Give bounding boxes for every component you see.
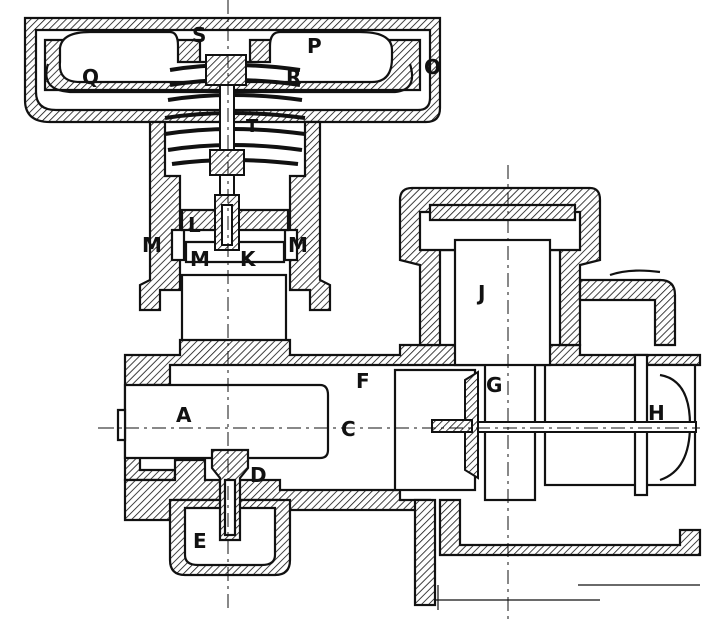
inlet-port-a <box>116 383 330 460</box>
label-j: J <box>476 281 485 305</box>
valve-stem <box>205 54 247 251</box>
label-t: T <box>246 116 259 137</box>
label-e: E <box>193 529 207 553</box>
label-s: S <box>192 23 206 47</box>
right-housing-h <box>578 269 677 347</box>
part-labels: S P Q R O T M L M K M J F G A C H D E <box>82 23 665 553</box>
label-f: F <box>356 369 370 393</box>
label-c: C <box>341 417 356 441</box>
label-g: G <box>486 373 502 397</box>
label-m-inner: M <box>190 247 210 271</box>
label-h: H <box>648 401 665 425</box>
center-lines <box>98 0 700 620</box>
label-r: R <box>286 65 301 89</box>
drain-plug <box>168 448 292 577</box>
label-k: K <box>240 247 257 271</box>
label-p: P <box>307 34 322 58</box>
label-a: A <box>176 403 192 427</box>
label-m-left: M <box>142 233 162 257</box>
leader-lines <box>435 584 700 610</box>
tower-j <box>398 186 602 367</box>
piston-g <box>431 370 697 480</box>
label-o: O <box>424 55 441 79</box>
bonnet-neck <box>138 120 332 312</box>
label-d: D <box>250 463 267 487</box>
label-m-right: M <box>288 233 308 257</box>
label-l: L <box>188 213 201 237</box>
label-q: Q <box>82 65 99 89</box>
